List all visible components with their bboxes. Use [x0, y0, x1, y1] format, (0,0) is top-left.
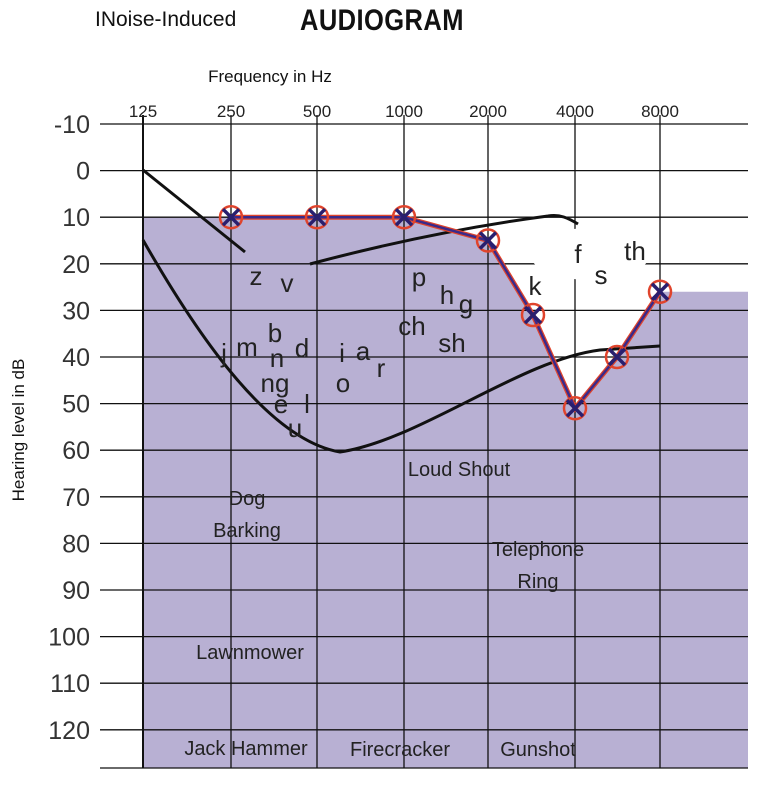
- threshold-point-x: [607, 347, 627, 367]
- threshold-point-x: [307, 207, 327, 227]
- phoneme-label-h: h: [440, 280, 454, 310]
- phoneme-label-p: p: [412, 262, 426, 292]
- phoneme-label-g: g: [459, 289, 473, 319]
- sound-label-dog-barking-1: Dog: [229, 488, 266, 510]
- phoneme-label-o: o: [336, 368, 350, 398]
- threshold-point-circle: [218, 204, 244, 230]
- phoneme-label-th: th: [624, 236, 646, 266]
- phoneme-label-b: b: [268, 318, 282, 348]
- threshold-point-circle: [475, 228, 501, 253]
- threshold-point-circle: [520, 302, 546, 328]
- phoneme-label-r: r: [377, 353, 386, 383]
- phoneme-label-j: j: [220, 338, 227, 368]
- chart-title: AUDIOGRAM: [300, 4, 464, 37]
- x-tick-label: 8000: [641, 102, 679, 121]
- y-tick-label: 20: [62, 251, 90, 279]
- phoneme-label-ch: ch: [398, 311, 425, 341]
- phoneme-label-u: u: [288, 413, 302, 443]
- x-tick-label: 2000: [469, 102, 507, 121]
- phoneme-label-m: m: [236, 332, 258, 362]
- y-axis-label: Hearing level in dB: [9, 359, 28, 502]
- y-tick-label: 10: [62, 204, 90, 232]
- sound-label-firecracker: Firecracker: [350, 739, 450, 761]
- sound-label-loud-shout: Loud Shout: [408, 459, 511, 481]
- y-tick-label: -10: [54, 111, 90, 139]
- sound-label-lawnmower: Lawnmower: [196, 642, 304, 664]
- phoneme-label-i: i: [339, 338, 345, 368]
- threshold-point-x: [523, 305, 543, 325]
- speech-banana-upper-left: [142, 168, 246, 254]
- y-tick-label: 120: [48, 717, 90, 745]
- chart-subtitle: INoise-Induced: [95, 8, 237, 31]
- threshold-point-circle: [604, 344, 630, 370]
- threshold-point-x: [478, 231, 498, 250]
- phoneme-label-d: d: [295, 333, 309, 363]
- y-tick-label: 60: [62, 437, 90, 465]
- phoneme-label-sh: sh: [438, 328, 465, 358]
- sound-label-dog-barking-2: Barking: [213, 520, 281, 542]
- phoneme-label-a: a: [356, 336, 371, 366]
- threshold-point-circle: [304, 204, 330, 230]
- phoneme-label-ng: ng: [261, 368, 290, 398]
- x-tick-label: 1000: [385, 102, 423, 121]
- speech-banana-upper-right: [309, 214, 579, 266]
- threshold-point-x: [650, 282, 670, 301]
- phoneme-label-f: f: [574, 239, 582, 269]
- y-tick-label: 70: [62, 484, 90, 512]
- x-axis-label: Frequency in Hz: [208, 67, 332, 86]
- phoneme-label-v: v: [281, 268, 294, 298]
- y-tick-label: 90: [62, 577, 90, 605]
- hearing-loss-region: [143, 217, 748, 768]
- x-tick-label: 500: [303, 102, 331, 121]
- phoneme-backdrop: [530, 228, 650, 280]
- sound-label-gunshot: Gunshot: [500, 739, 576, 761]
- x-tick-label: 125: [129, 102, 157, 121]
- phoneme-label-z: z: [250, 261, 263, 291]
- threshold-point-x: [394, 207, 414, 227]
- threshold-point-circle: [391, 204, 417, 230]
- x-tick-label: 4000: [556, 102, 594, 121]
- y-tick-label: 30: [62, 297, 90, 325]
- phoneme-label-s: s: [595, 260, 608, 290]
- phoneme-label-e: e: [274, 389, 288, 419]
- threshold-point-circle: [647, 279, 673, 305]
- threshold-point-x: [221, 207, 241, 227]
- y-tick-label: 40: [62, 344, 90, 372]
- y-tick-label: 110: [50, 670, 90, 698]
- y-tick-label: 0: [76, 158, 90, 186]
- phoneme-label-k: k: [529, 271, 543, 301]
- sound-label-telephone-2: Ring: [517, 571, 558, 593]
- phoneme-label-n: n: [270, 343, 284, 373]
- y-tick-label: 50: [62, 391, 90, 419]
- sound-label-telephone-1: Telephone: [492, 539, 584, 561]
- phoneme-label-l: l: [304, 389, 310, 419]
- threshold-point-x: [565, 399, 585, 418]
- threshold-point-circle: [562, 396, 588, 421]
- sound-label-jack-hammer: Jack Hammer: [184, 738, 308, 760]
- y-tick-label: 80: [62, 530, 90, 558]
- x-tick-label: 250: [217, 102, 245, 121]
- y-tick-label: 100: [48, 624, 90, 652]
- speech-banana-lower: [141, 239, 661, 454]
